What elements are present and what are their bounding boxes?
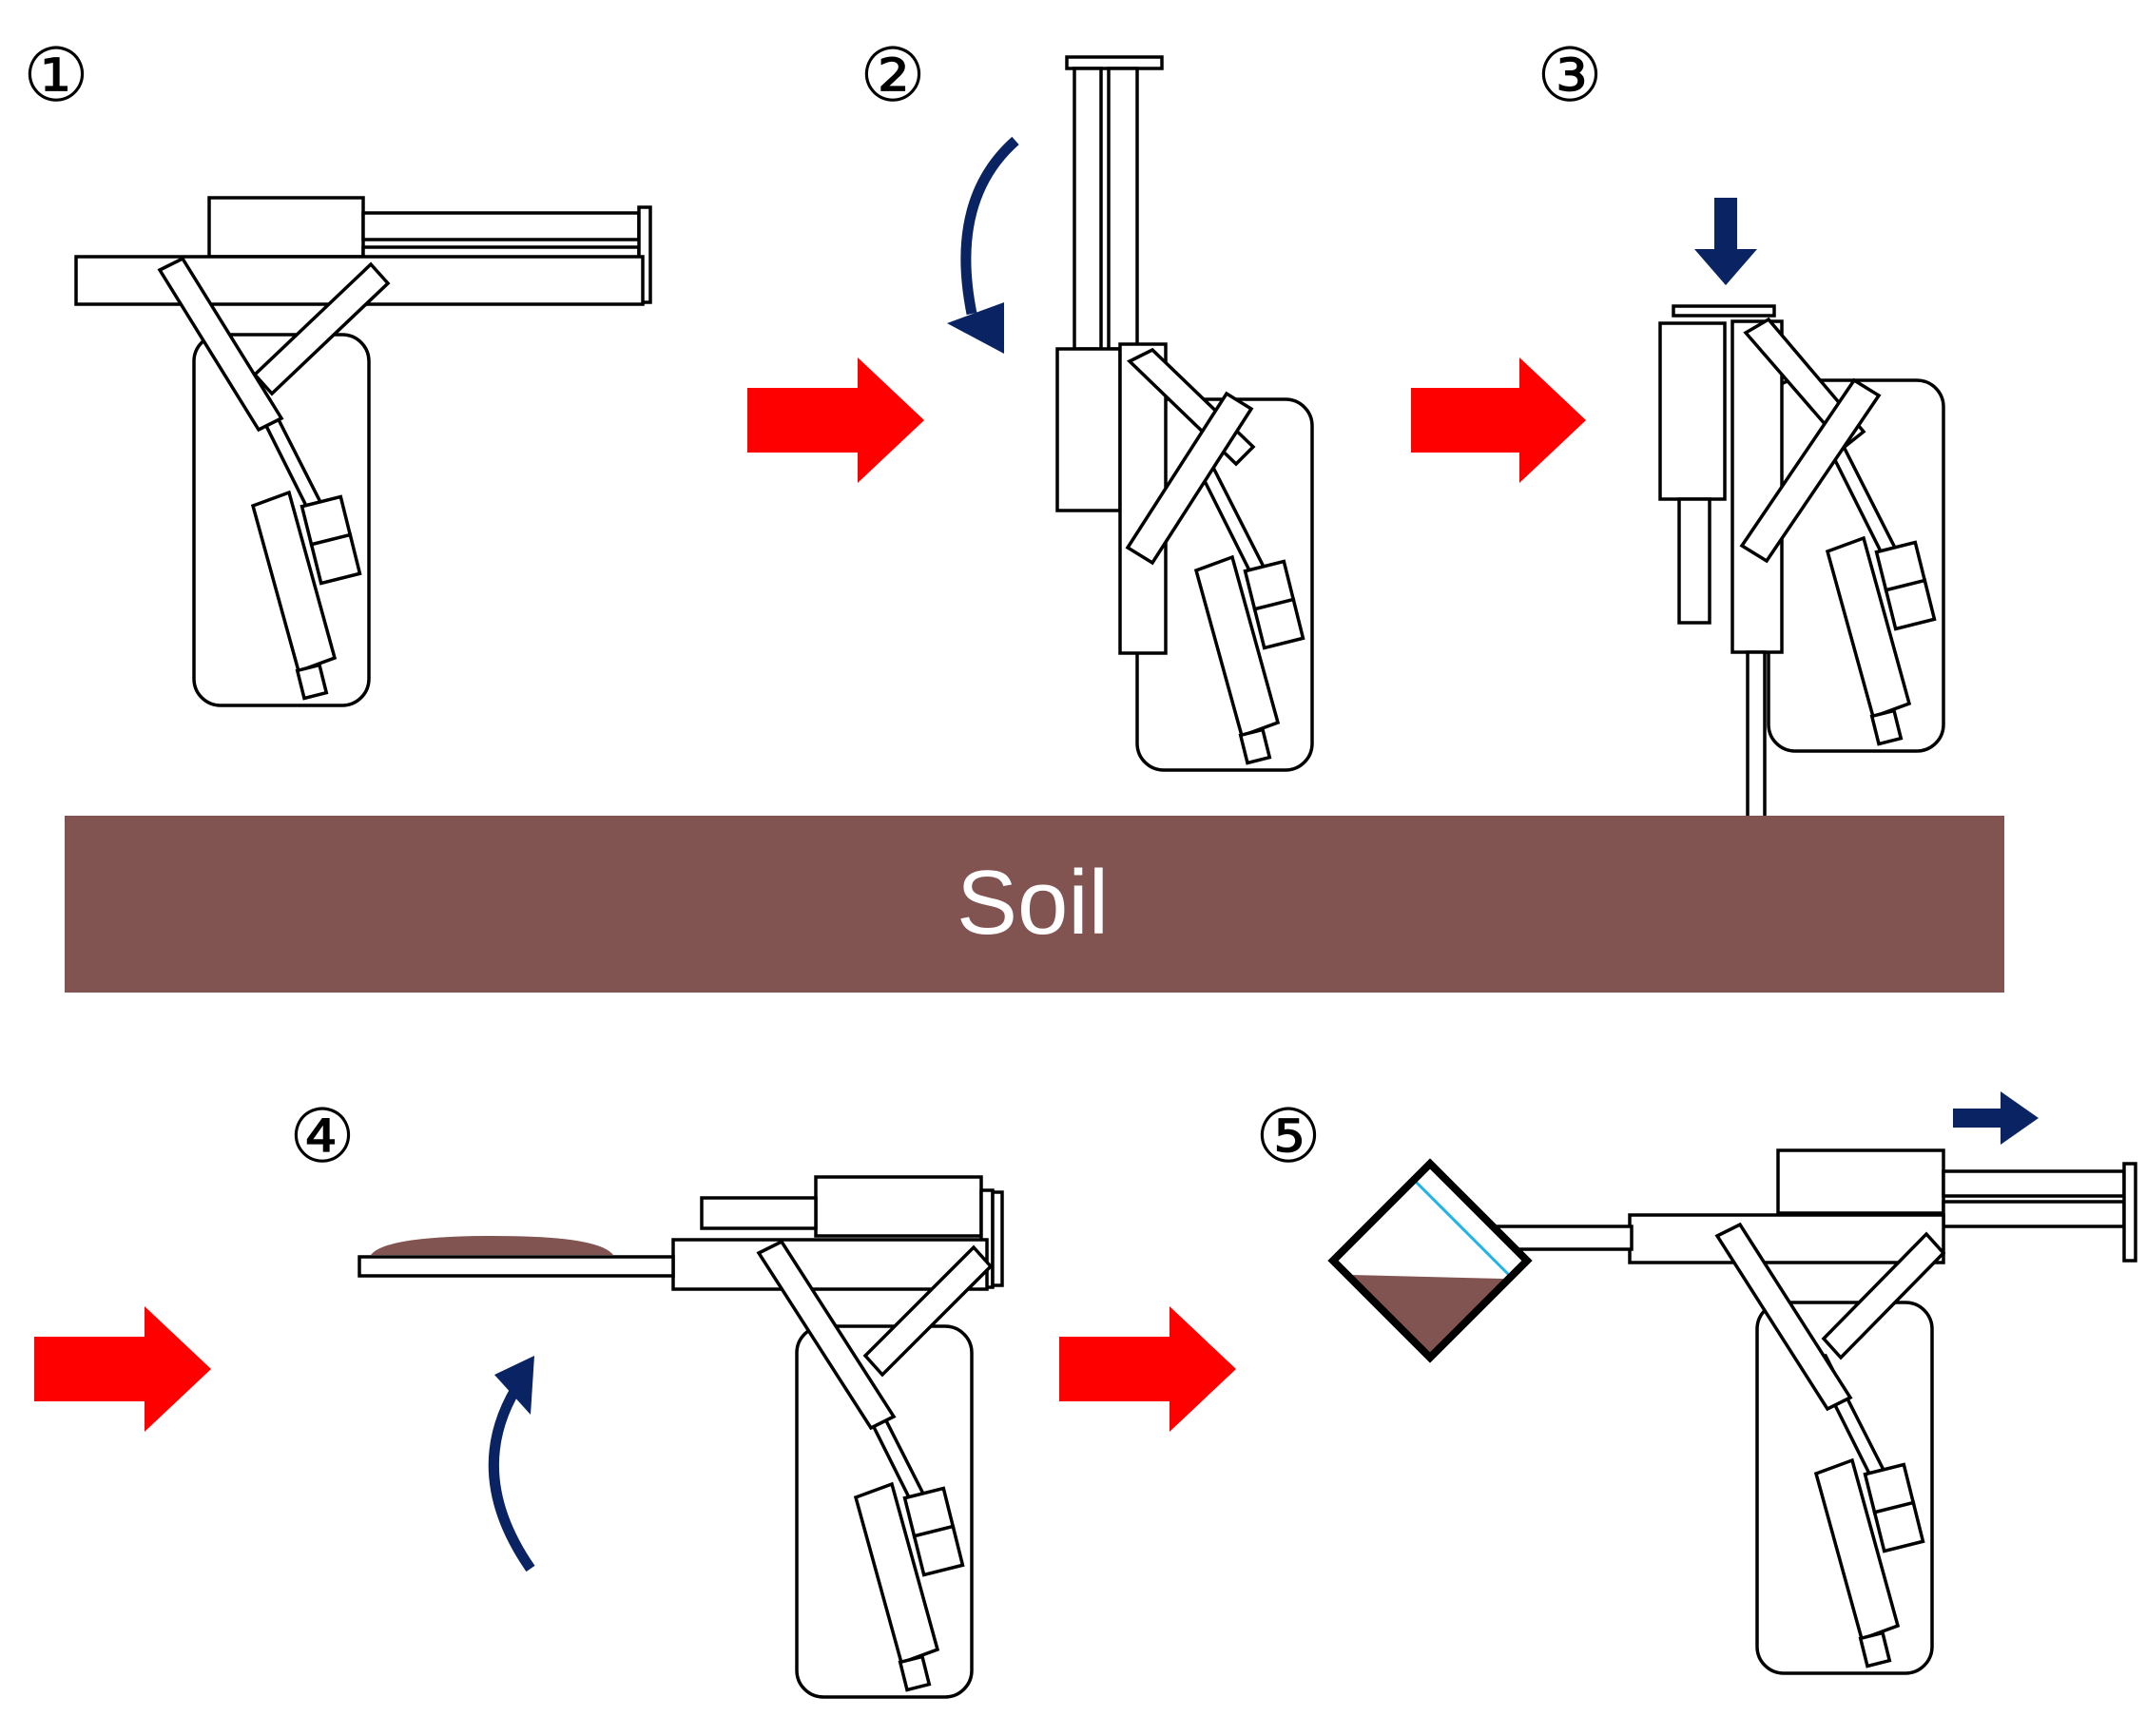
progress-right-arrow-icon — [34, 357, 1586, 1432]
step-3-label: ③ — [1537, 33, 1603, 119]
step-2-label: ② — [860, 33, 926, 119]
soil-layer — [65, 816, 2004, 993]
rotate-curved-arrow-icon — [488, 136, 1019, 1572]
step-5-label: ⑤ — [1255, 1094, 1322, 1180]
sample-container — [1327, 1158, 1533, 1363]
soil-sample-core — [371, 1236, 613, 1255]
soil-label: Soil — [957, 852, 1109, 954]
step-1-device — [74, 196, 652, 707]
pull-right-arrow — [1953, 1091, 2039, 1145]
step-4-device — [358, 1175, 1004, 1699]
step-4-label: ④ — [289, 1094, 356, 1180]
step-2-device — [1055, 55, 1314, 772]
step-1-label: ① — [23, 33, 89, 119]
push-down-arrow — [1694, 198, 1757, 285]
step-3-device — [1658, 304, 1945, 820]
step-5-device — [1487, 1148, 2137, 1675]
